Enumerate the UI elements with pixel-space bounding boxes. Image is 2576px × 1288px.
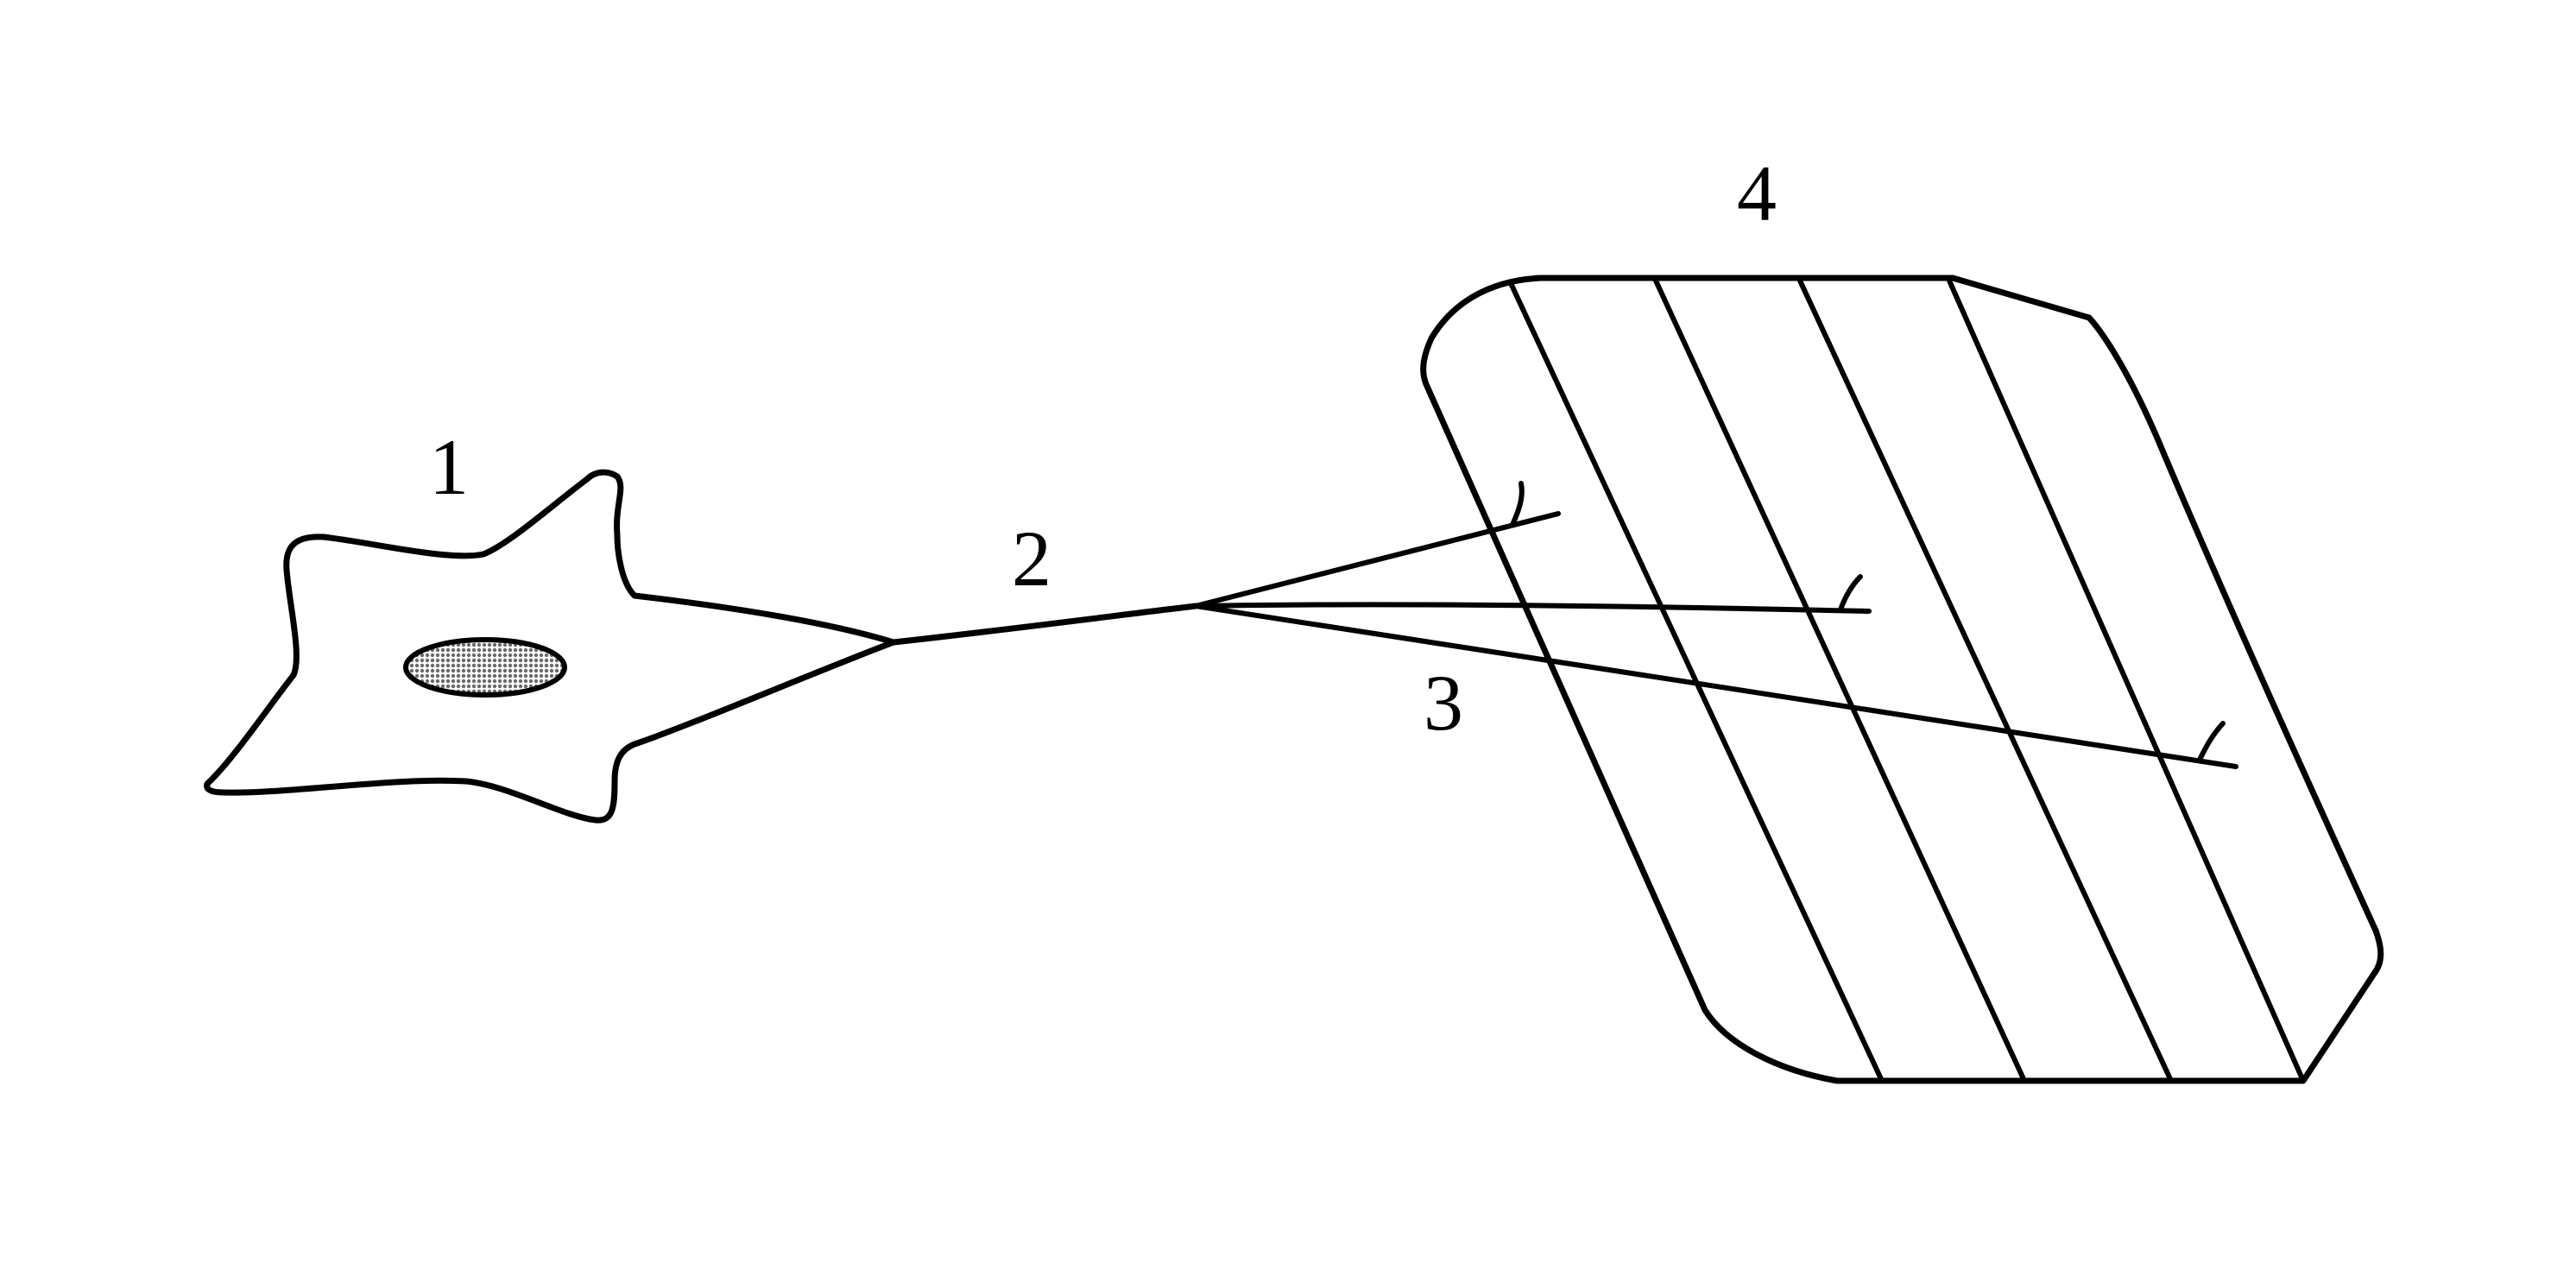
- axon-branches: [1193, 481, 2238, 769]
- label-target-tissue: 4: [1737, 149, 1777, 237]
- axon: [890, 603, 1199, 646]
- tissue-stripe-4: [1947, 278, 2306, 1083]
- tissue-stripe-2: [1653, 278, 2027, 1083]
- axon-terminal-middle: [1838, 574, 1863, 612]
- axon-terminal-upper: [1510, 481, 1525, 527]
- target-tissue: [1420, 275, 2384, 1084]
- axon-branch-upper: [1193, 511, 1561, 609]
- axon-line: [890, 603, 1199, 646]
- label-cell-body: 1: [429, 423, 469, 511]
- tissue-stripe-3: [1797, 278, 2174, 1083]
- label-axon: 2: [1012, 515, 1051, 603]
- axon-branch-lower: [1193, 603, 2238, 769]
- axon-branch-middle: [1193, 602, 1872, 614]
- label-axon-branches: 3: [1424, 659, 1463, 747]
- tissue-stripe-1: [1508, 281, 1885, 1083]
- axon-terminal-lower: [2197, 721, 2226, 762]
- neuron-cell-body: [204, 469, 897, 824]
- soma-outline: [204, 469, 897, 824]
- tissue-outline: [1420, 275, 2384, 1084]
- nucleus: [403, 637, 567, 698]
